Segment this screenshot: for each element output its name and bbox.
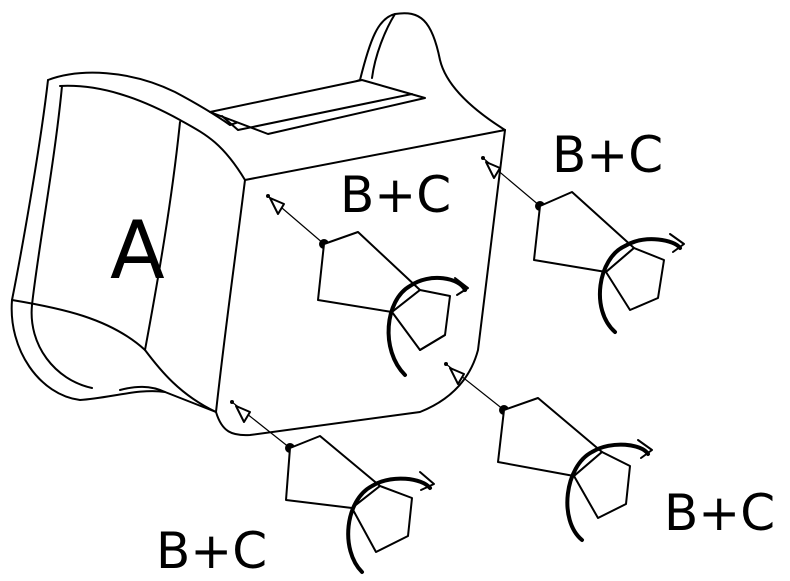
tool-label-lower-right: B+C	[664, 484, 775, 542]
tool-center	[266, 194, 469, 377]
tool-label-upper-right: B+C	[552, 126, 663, 184]
tool-upper-right	[481, 156, 685, 334]
tool-label-center: B+C	[340, 166, 451, 224]
tool-label-bottom-left: B+C	[156, 522, 267, 576]
workpiece-body	[10, 12, 506, 437]
tool-bottom-left	[230, 400, 435, 574]
tool-lower-right	[444, 362, 653, 542]
part-label: A	[110, 204, 165, 297]
